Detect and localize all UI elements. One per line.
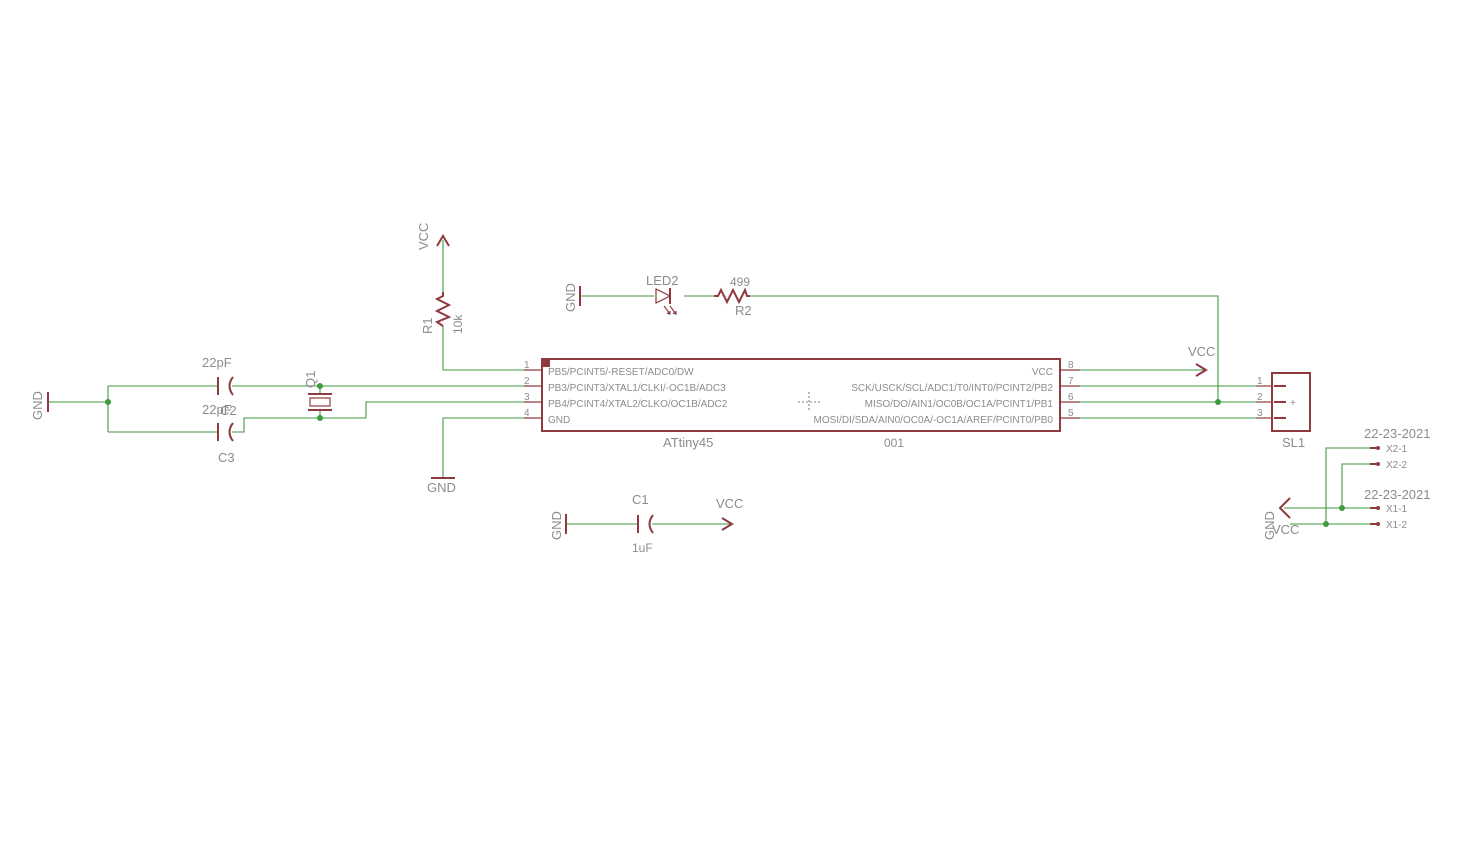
vcc-label-ic: VCC <box>1188 344 1215 359</box>
pin-num-6: 6 <box>1068 392 1074 403</box>
c3-name: C3 <box>218 450 235 465</box>
pin-num-7: 7 <box>1068 376 1074 387</box>
gnd-symbol-left: GND <box>30 391 49 420</box>
r2-name: R2 <box>735 303 752 318</box>
ic-attiny45: 1 2 3 4 PB5/PCINT5/-RESET/ADC0/DW PB3/PC… <box>524 358 1080 450</box>
led2-name: LED2 <box>646 273 679 288</box>
resistor-r1: R1 10k <box>420 292 465 334</box>
pin-label-7: SCK/USCK/SCL/ADC1/T0/INT0/PCINT2/PB2 <box>851 383 1053 394</box>
pin-num-2: 2 <box>524 376 530 387</box>
sl1-pin-1: 1 <box>1257 376 1263 387</box>
x2-value: 22-23-2021 <box>1364 426 1431 441</box>
q1-name: Q1 <box>303 371 318 388</box>
x1-value: 22-23-2021 <box>1364 487 1431 502</box>
vcc-label-r1: VCC <box>416 223 431 250</box>
gnd-label-c1: GND <box>549 511 564 540</box>
x2-pin-2: X2-2 <box>1386 460 1408 471</box>
pin-num-5: 5 <box>1068 408 1074 419</box>
capacitor-c1: C1 1uF <box>632 492 654 555</box>
resistor-r2: 499 R2 <box>714 275 752 318</box>
r2-value: 499 <box>730 275 750 289</box>
pin-label-5: MOSI/DI/SDA/AIN0/OC0A/-OC1A/AREF/PCINT0/… <box>813 415 1053 426</box>
sl1-plus-mark: + <box>1290 398 1296 409</box>
gnd-label-left: GND <box>30 391 45 420</box>
vcc-symbol-connector: VCC <box>1272 522 1299 537</box>
x1-pin-1: X1-1 <box>1386 504 1408 515</box>
pin-label-8: VCC <box>1032 367 1053 378</box>
junctions <box>105 383 1345 527</box>
pin-label-6: MISO/DO/AIN1/OC0B/OC1A/PCINT1/PB1 <box>865 399 1054 410</box>
crystal-q1: Q1 <box>303 371 332 411</box>
pin-label-2: PB3/PCINT3/XTAL1/CLKI/-OC1B/ADC3 <box>548 383 726 394</box>
pin-num-8: 8 <box>1068 360 1074 371</box>
pin-num-3: 3 <box>524 392 530 403</box>
sl1-pin-3: 3 <box>1257 408 1263 419</box>
vcc-symbol-r1: VCC <box>416 223 450 250</box>
pin-label-3: PB4/PCINT4/XTAL2/CLKO/OC1B/ADC2 <box>548 399 728 410</box>
gnd-symbol-c1: GND <box>549 511 567 540</box>
ic-value: 001 <box>884 436 904 450</box>
connector-x2: 22-23-2021 X2-1 X2-2 <box>1364 426 1431 471</box>
pin-num-4: 4 <box>524 408 530 419</box>
pin-label-4: GND <box>548 415 570 426</box>
c1-value: 1uF <box>632 541 653 555</box>
c2-name: C2 <box>220 403 237 418</box>
connector-x1: 22-23-2021 X1-1 X1-2 <box>1364 487 1431 531</box>
wires <box>48 240 1370 525</box>
led-led2: LED2 <box>646 273 679 315</box>
gnd-symbol-ic: GND <box>427 477 456 495</box>
pin-label-1: PB5/PCINT5/-RESET/ADC0/DW <box>548 367 694 378</box>
capacitor-c2: 22pF C2 <box>202 355 237 418</box>
x1-pin-2: X1-2 <box>1386 520 1408 531</box>
gnd-label-ic: GND <box>427 480 456 495</box>
vcc-label-c1: VCC <box>716 496 743 511</box>
c2-value: 22pF <box>202 355 232 370</box>
capacitor-c3: 22pF C3 <box>202 402 235 465</box>
r1-name: R1 <box>420 317 435 334</box>
gnd-symbol-led: GND <box>563 283 581 312</box>
c1-name: C1 <box>632 492 649 507</box>
vcc-label-connector: VCC <box>1272 522 1299 537</box>
gnd-symbol-connector: GND <box>1262 497 1291 540</box>
pin1-marker <box>543 360 550 367</box>
r1-value: 10k <box>451 314 465 334</box>
header-sl1: 1 2 3 + SL1 <box>1256 372 1311 450</box>
sl1-name: SL1 <box>1282 435 1305 450</box>
vcc-symbol-c1: VCC <box>716 496 743 531</box>
vcc-symbol-ic: VCC <box>1188 344 1215 377</box>
ic-name: ATtiny45 <box>663 435 713 450</box>
x2-pin-1: X2-1 <box>1386 444 1408 455</box>
pin-num-1: 1 <box>524 360 530 371</box>
gnd-label-led: GND <box>563 283 578 312</box>
sl1-pin-2: 2 <box>1257 392 1263 403</box>
c3-value: 22pF <box>202 402 232 417</box>
gnd-label-connector: GND <box>1262 511 1277 540</box>
